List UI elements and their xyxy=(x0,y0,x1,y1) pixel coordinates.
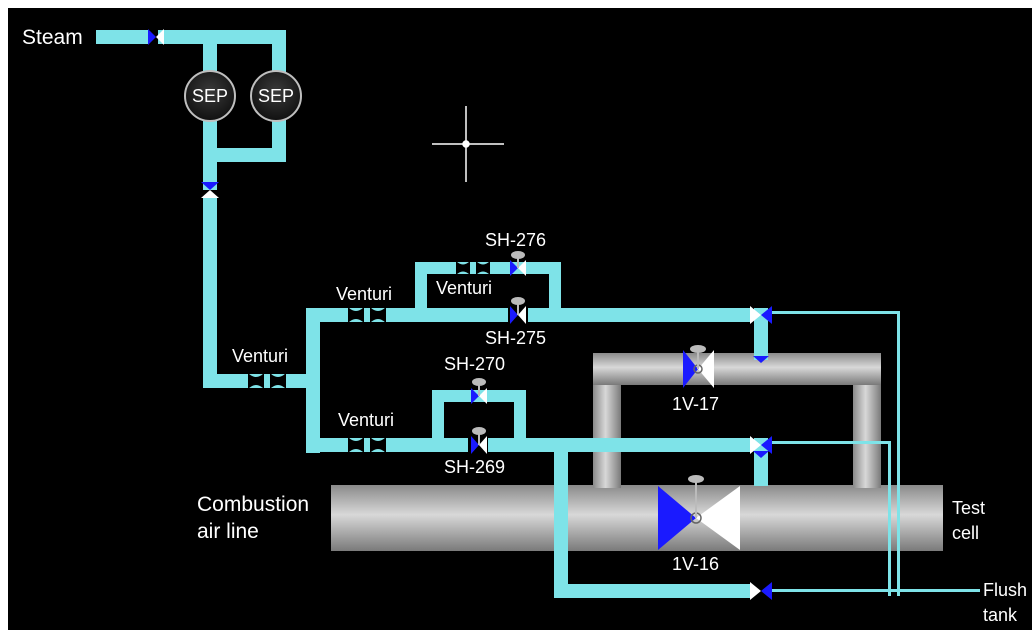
sep-label: SEP xyxy=(257,86,295,106)
lower-main-pipe xyxy=(488,438,750,452)
upper-tie-vertical xyxy=(754,308,768,360)
sh270-label: SH-270 xyxy=(444,354,506,374)
steam-header-pipe xyxy=(158,30,286,44)
lower-branch-pipe xyxy=(306,438,468,452)
separator-icon xyxy=(184,70,236,122)
sep-outlet-valve-icon[interactable] xyxy=(201,182,219,198)
venturi-meter-icon xyxy=(348,307,386,323)
lower-tie-valve-icon[interactable] xyxy=(753,451,769,458)
lower-bypass-right xyxy=(514,390,526,448)
pipe-network xyxy=(96,29,980,600)
flush-end-valve-icon[interactable] xyxy=(750,582,772,600)
flush-down-pipe xyxy=(554,438,568,598)
test-cell-label-line2: cell xyxy=(952,523,980,543)
main-down-pipe xyxy=(203,198,217,388)
venturi-meter-icon xyxy=(348,437,386,453)
sh270-valve-icon[interactable] xyxy=(471,378,487,404)
steam-label: Steam xyxy=(22,26,83,49)
steam-inlet-valve-icon[interactable] xyxy=(148,29,164,45)
venturi-meters xyxy=(248,261,490,453)
sh269-valve-icon[interactable] xyxy=(471,427,487,454)
lower-tie-vertical xyxy=(754,438,768,486)
venturi-bypass-label: Venturi xyxy=(436,278,493,298)
small-valves[interactable] xyxy=(148,29,772,600)
valve-1v17-label: 1V-17 xyxy=(672,394,720,414)
sh275-label: SH-275 xyxy=(485,328,547,348)
flush-tank-label-line1: Flush xyxy=(983,580,1028,600)
upper-bypass-left xyxy=(415,262,427,320)
venturi-upper-label: Venturi xyxy=(336,284,393,304)
combustion-air-label-line2: air line xyxy=(197,520,259,543)
sep-label: SEP xyxy=(191,86,229,106)
combustion-air-label-line1: Combustion xyxy=(197,493,310,516)
upper-end-valve-icon[interactable] xyxy=(750,306,772,324)
steam-inlet-pipe xyxy=(96,30,148,44)
crosshair-cursor-icon xyxy=(432,106,504,182)
flush-bottom-pipe xyxy=(554,584,750,598)
upper-branch-pipe xyxy=(306,308,508,322)
combustion-air-line xyxy=(331,353,943,551)
venturi-meter-icon xyxy=(456,261,490,275)
test-cell-label-line1: Test xyxy=(952,498,986,518)
valve-1v16-icon[interactable] xyxy=(658,475,740,550)
venturi-main-label: Venturi xyxy=(232,346,289,366)
venturi-meter-icon xyxy=(248,373,286,389)
upper-tie-valve-icon[interactable] xyxy=(753,356,769,363)
lower-bypass-left xyxy=(432,390,444,448)
separators xyxy=(184,70,302,122)
sh276-valve-icon[interactable] xyxy=(510,251,526,276)
upper-bypass-right xyxy=(549,262,561,320)
upper-drain-line xyxy=(768,311,900,314)
upper-main-pipe xyxy=(528,308,750,322)
sh269-label: SH-269 xyxy=(444,457,506,477)
drain-vertical-left xyxy=(888,441,891,596)
separator-icon xyxy=(250,70,302,122)
bypass-pipe-top xyxy=(593,353,881,385)
valve-1v17-icon[interactable] xyxy=(683,345,714,388)
valve-1v16-label: 1V-16 xyxy=(672,554,720,574)
sh276-label: SH-276 xyxy=(485,230,547,250)
flush-tank-label-line2: tank xyxy=(983,605,1018,625)
combustion-air-pipe xyxy=(331,485,943,551)
sep-bottom-pipe xyxy=(203,148,286,162)
flush-tank-line xyxy=(768,589,980,592)
sh275-valve-icon[interactable] xyxy=(510,297,526,324)
drain-vertical-right xyxy=(897,311,900,596)
venturi-lower-label: Venturi xyxy=(338,410,395,430)
lower-drain-line xyxy=(768,441,891,444)
distribution-riser xyxy=(306,308,320,453)
process-diagram-canvas: Steam SEP SEP Venturi Venturi Venturi Ve… xyxy=(8,8,1032,630)
lower-end-valve-icon[interactable] xyxy=(750,436,772,454)
